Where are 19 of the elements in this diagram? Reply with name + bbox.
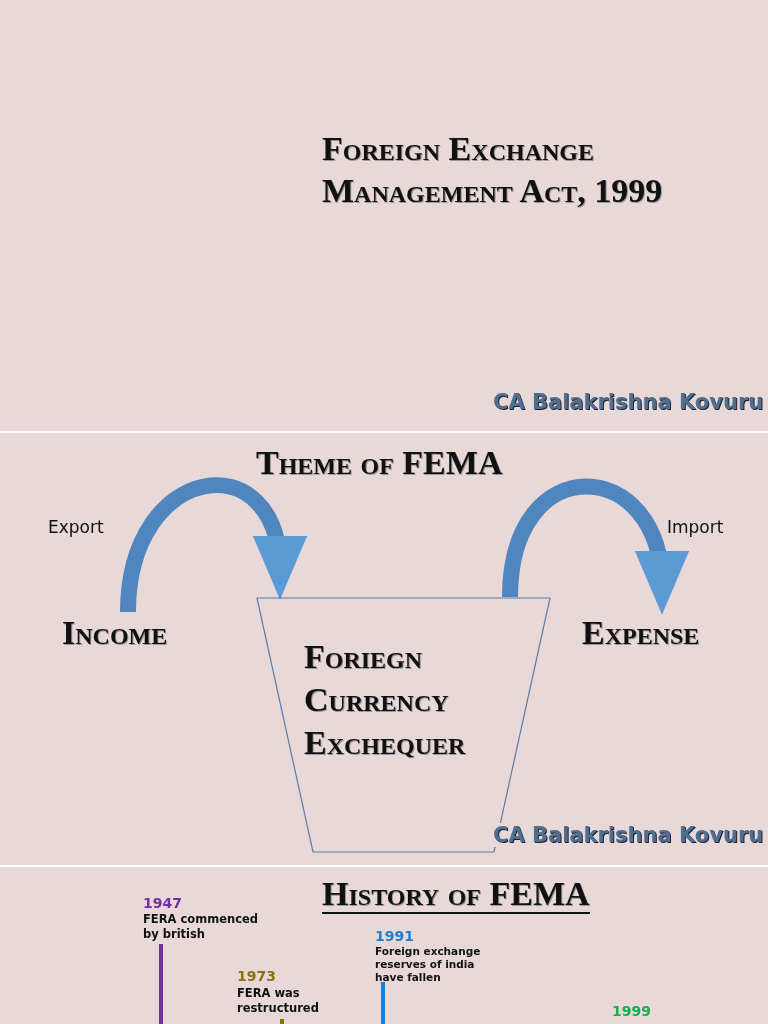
slide-heading: Theme of FEMA [256,444,503,482]
author-credit: CA Balakrishna Kovuru [493,823,764,847]
author-credit: CA Balakrishna Kovuru [493,390,764,414]
slide-title: Foreign Exchange Management Act, 1999 [322,129,664,211]
timeline-note: Foreign exchange reserves of india have fallen [375,945,482,984]
timeline-year: 1973 [237,968,276,984]
timeline-note: FERA was restructured [237,986,320,1016]
timeline-year: 1991 [375,928,414,944]
timeline-year: 1999 [612,1003,651,1019]
curved-arrow [120,477,304,613]
timeline-year: 1947 [143,895,182,911]
slide-heading: History of FEMA [322,876,590,914]
expense-label: Expense [582,612,742,654]
timeline-note: FERA commenced by british [143,912,259,942]
curved-arrow [502,478,686,615]
edge-label: Export [48,517,104,537]
container-text: Foriegn Currency Exchequer [304,637,467,763]
edge-label: Import [667,517,724,537]
income-label: Income [62,612,192,654]
